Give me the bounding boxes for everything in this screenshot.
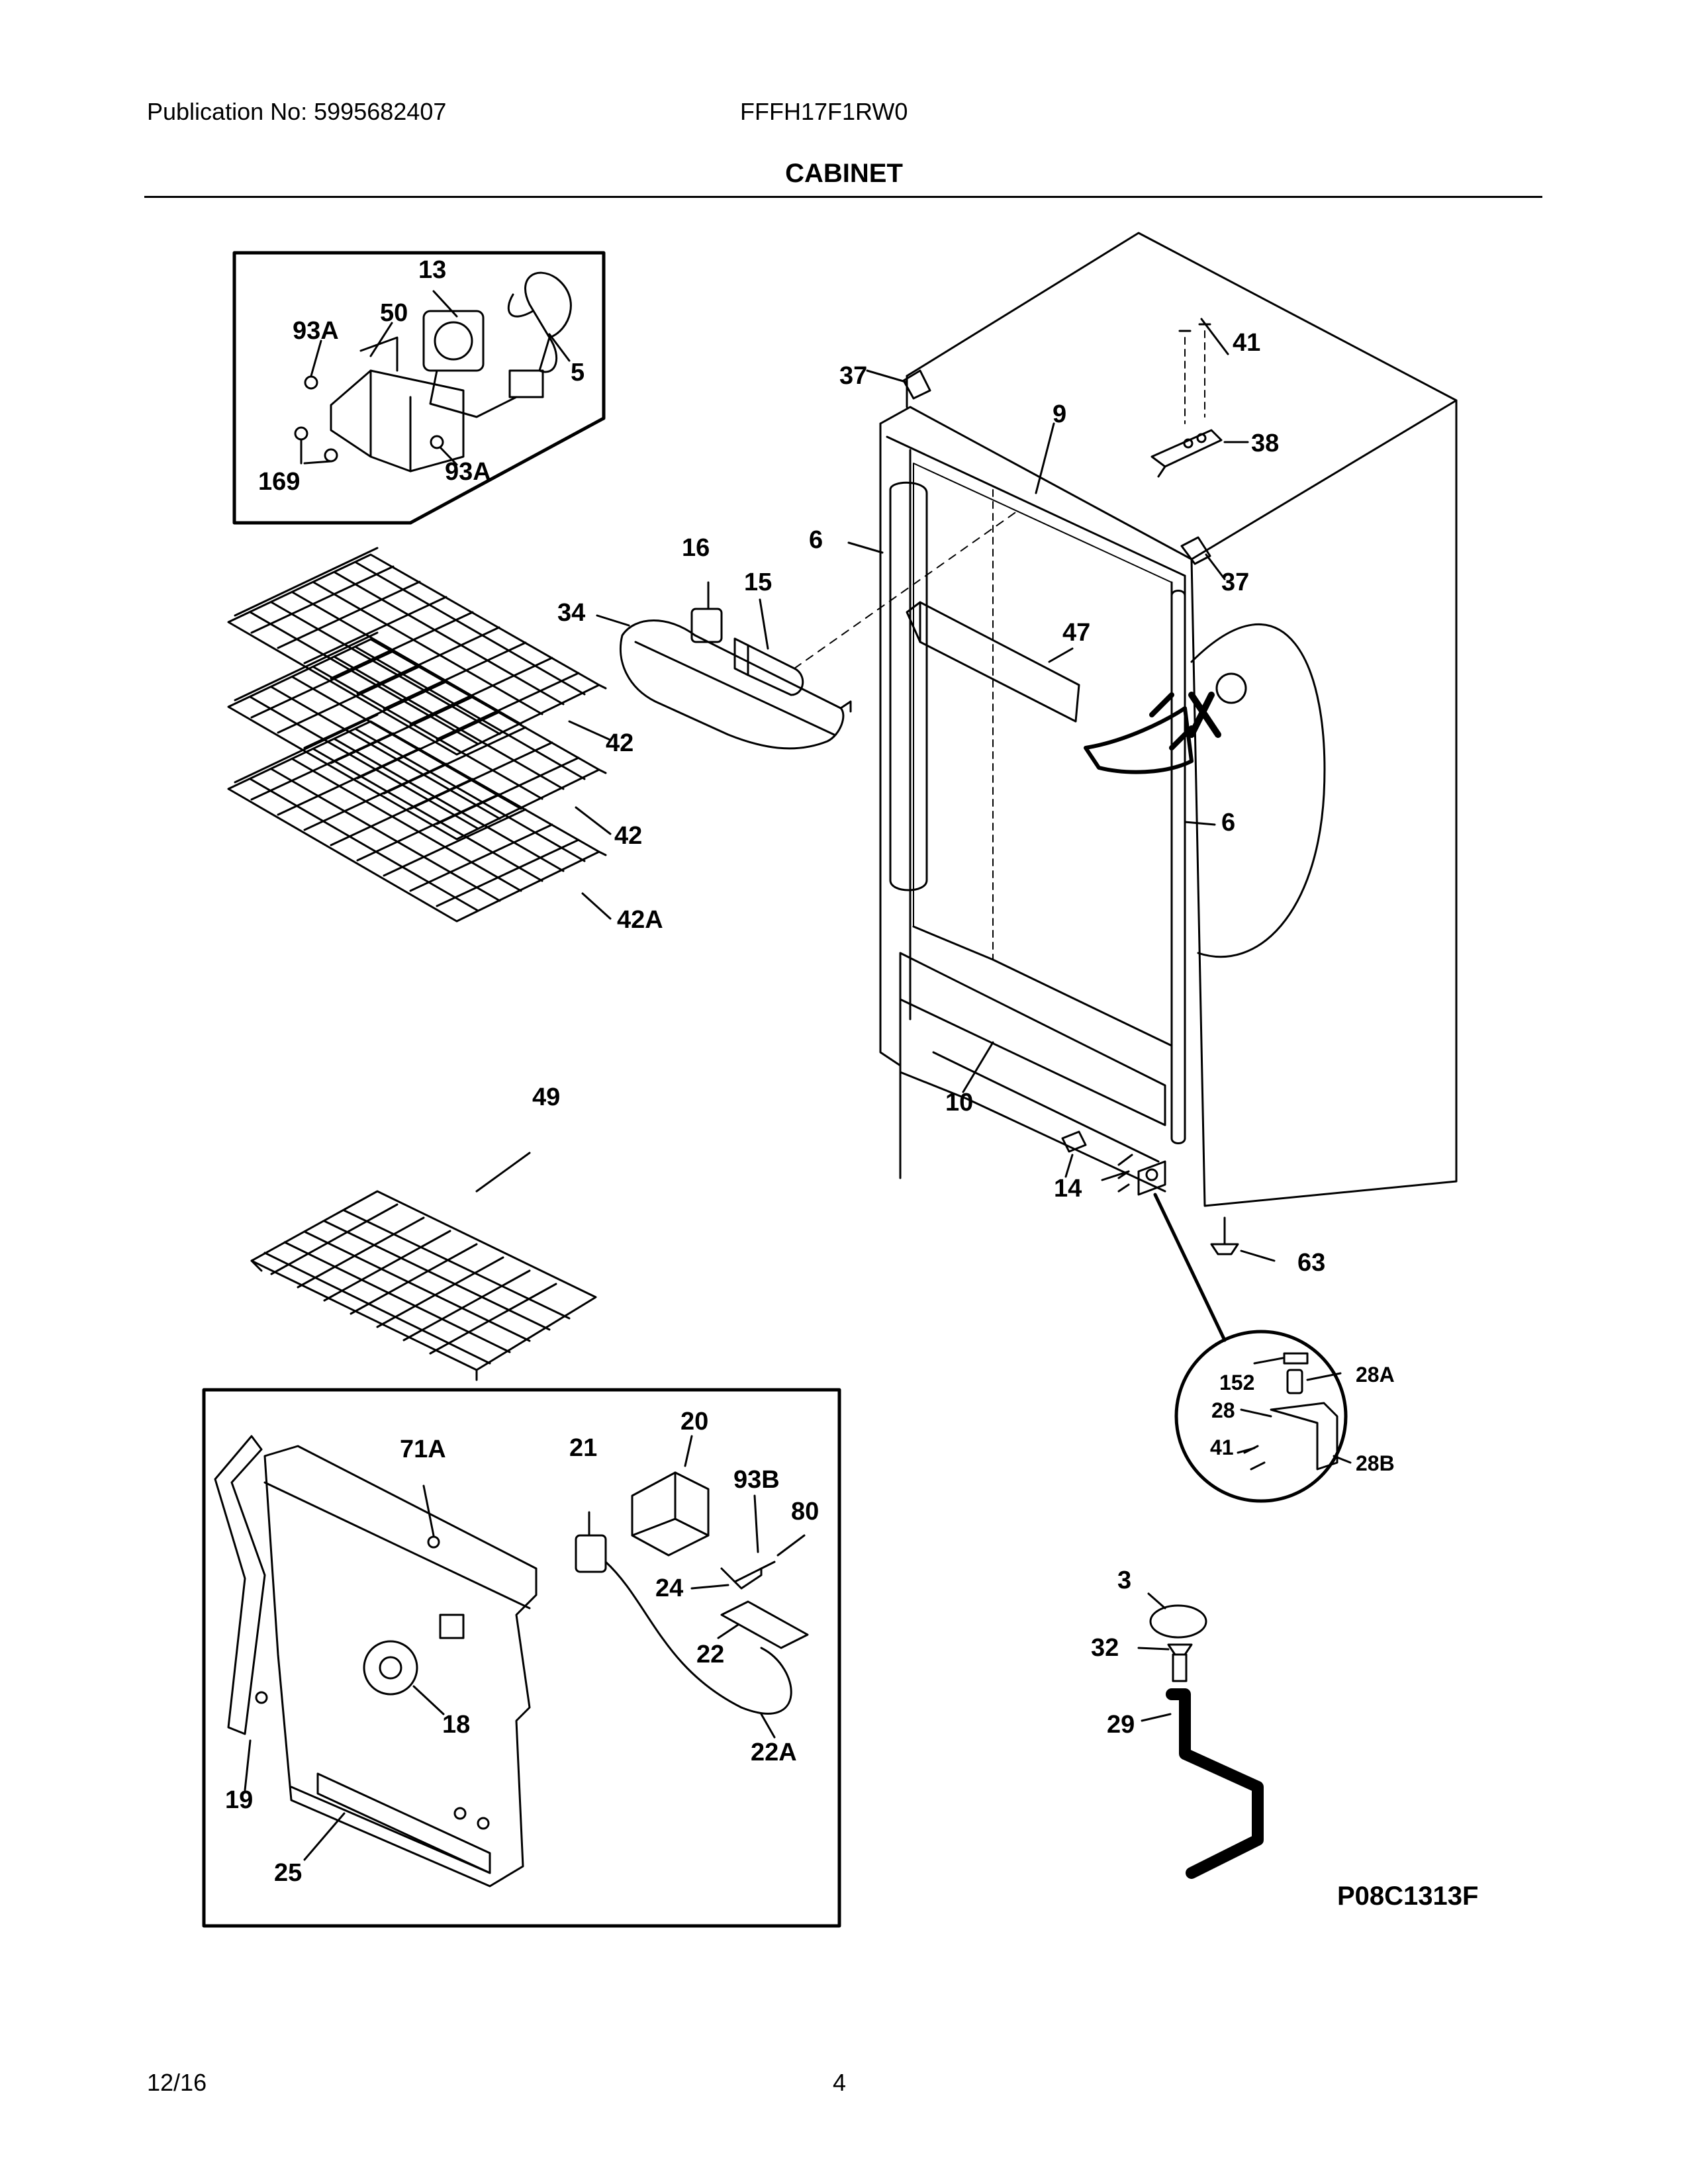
callout-3: 3 — [1117, 1567, 1131, 1594]
cabinet-body — [847, 232, 1458, 1342]
callout-93A: 93A — [293, 317, 339, 345]
callout-19: 19 — [225, 1786, 253, 1814]
callout-49: 49 — [532, 1083, 560, 1111]
callout-41: 41 — [1233, 329, 1260, 357]
callout-5: 5 — [571, 359, 585, 387]
bottom-grille — [250, 1152, 597, 1381]
callout-labels: 13 50 93A 5 169 93A 37 41 9 38 16 6 15 3… — [225, 256, 1478, 1911]
callout-47: 47 — [1062, 619, 1090, 647]
callout-37: 37 — [839, 362, 867, 390]
callout-93A-lower: 93A — [445, 458, 491, 486]
callout-28A: 28A — [1356, 1363, 1395, 1387]
publication-number: Publication No: 5995682407 — [147, 98, 447, 125]
callout-21: 21 — [569, 1434, 597, 1462]
callout-22A: 22A — [751, 1739, 797, 1766]
hinge-detail-circle — [1174, 1330, 1352, 1503]
callout-14: 14 — [1054, 1175, 1082, 1203]
callout-10: 10 — [945, 1089, 973, 1116]
callout-71A: 71A — [400, 1435, 446, 1463]
callout-22: 22 — [696, 1641, 724, 1668]
callout-42: 42 — [606, 729, 633, 757]
header-rule — [144, 196, 1542, 198]
figure-code: P08C1313F — [1337, 1882, 1478, 1911]
callout-28B: 28B — [1356, 1451, 1395, 1475]
callout-18: 18 — [442, 1711, 470, 1739]
callout-42-middle: 42 — [614, 822, 642, 850]
callout-28: 28 — [1211, 1398, 1235, 1422]
callout-34: 34 — [557, 599, 585, 627]
model-number: FFFH17F1RW0 — [740, 98, 908, 125]
fan-motor-inset — [232, 251, 606, 525]
callout-38: 38 — [1251, 430, 1279, 457]
callout-16: 16 — [682, 534, 710, 562]
callout-32: 32 — [1091, 1634, 1119, 1662]
callout-20: 20 — [680, 1408, 708, 1435]
callout-169: 169 — [258, 468, 300, 496]
light-assembly — [596, 509, 1020, 750]
callout-80: 80 — [791, 1498, 819, 1525]
callout-25: 25 — [274, 1859, 302, 1887]
evaporator-cover-inset — [202, 1388, 841, 1928]
callout-63: 63 — [1297, 1249, 1325, 1277]
callout-6: 6 — [809, 526, 823, 554]
callout-50: 50 — [380, 299, 408, 327]
callout-15: 15 — [744, 569, 772, 596]
callout-93B: 93B — [733, 1466, 780, 1494]
callout-6-right: 6 — [1221, 809, 1235, 837]
footer-date: 12/16 — [147, 2069, 207, 2096]
callout-37-right: 37 — [1221, 569, 1249, 596]
section-title: CABINET — [785, 159, 903, 188]
callout-24: 24 — [655, 1574, 683, 1602]
callout-42A: 42A — [617, 906, 663, 934]
callout-9: 9 — [1053, 400, 1066, 428]
callout-41-hinge: 41 — [1210, 1435, 1234, 1459]
drain-assembly — [1137, 1592, 1264, 1879]
wire-shelves — [227, 547, 612, 923]
callout-29: 29 — [1107, 1711, 1135, 1739]
callout-152: 152 — [1219, 1371, 1254, 1394]
callout-13: 13 — [418, 256, 446, 284]
page-number: 4 — [833, 2069, 847, 2096]
